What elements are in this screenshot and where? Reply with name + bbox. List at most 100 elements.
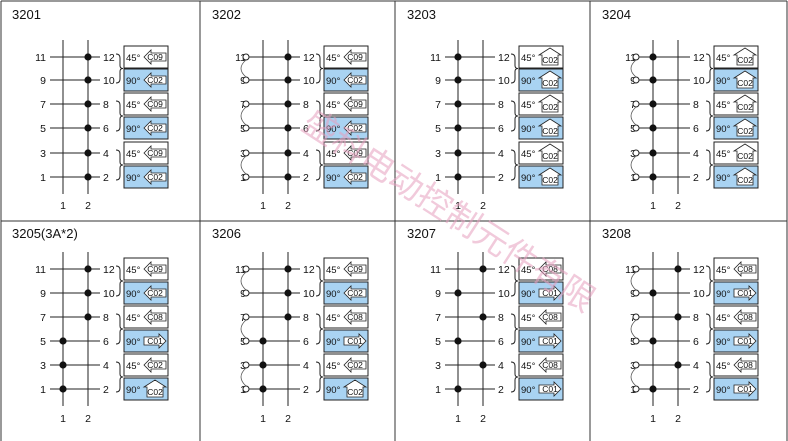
curly-brace: [510, 100, 519, 132]
terminal-open-circle: [242, 313, 250, 321]
arrow-right-icon: [733, 381, 757, 397]
curly-brace: [510, 265, 519, 297]
terminal-label-right: 6: [103, 123, 109, 135]
angle-label: 90°: [716, 76, 731, 87]
axis-label-1: 1: [60, 413, 66, 425]
panel-title: 3204: [602, 7, 631, 22]
terminal-open-circle: [242, 337, 250, 345]
contact-dot: [284, 265, 292, 273]
position-code: C02: [147, 123, 163, 133]
arrow-right-icon: [733, 333, 757, 349]
contact-dot: [649, 124, 657, 132]
curly-brace: [115, 149, 124, 181]
bracket-loop: [630, 319, 637, 339]
contact-dot: [284, 76, 292, 84]
terminal-label-right: 2: [303, 172, 309, 184]
terminal-label-right: 2: [498, 384, 504, 396]
terminal-open-circle: [242, 149, 250, 157]
axis-label-1: 1: [650, 413, 656, 425]
angle-label: 90°: [126, 337, 141, 348]
terminal-label-left: 1: [40, 172, 46, 184]
angle-label: 45°: [126, 53, 141, 64]
position-code: C02: [147, 360, 163, 370]
terminal-label-left: 9: [435, 288, 441, 300]
contact-dot: [479, 313, 487, 321]
terminal-open-circle: [632, 313, 640, 321]
arrow-left-icon: [143, 261, 167, 277]
position-code: C02: [347, 387, 363, 397]
terminal-label-left: 11: [235, 264, 246, 276]
terminal-label-right: 4: [693, 360, 699, 372]
contact-dot: [84, 124, 92, 132]
angle-label: 45°: [326, 265, 341, 276]
curly-brace: [705, 265, 714, 297]
contact-dot: [284, 149, 292, 157]
angle-label: 45°: [326, 149, 341, 160]
arrow-up-icon: [537, 47, 563, 66]
terminal-label-right: 2: [103, 172, 109, 184]
position-code: C09: [347, 264, 363, 274]
terminal-label-right: 6: [303, 336, 309, 348]
angle-label: 45°: [126, 149, 141, 160]
arrow-left-icon: [143, 357, 167, 373]
arrow-right-icon: [733, 285, 757, 301]
bracket-loop: [240, 106, 247, 126]
axis-label-2: 2: [85, 413, 91, 425]
position-code: C02: [347, 123, 363, 133]
contact-dot: [84, 289, 92, 297]
terminal-label-left: 7: [40, 312, 46, 324]
terminal-label-right: 2: [103, 384, 109, 396]
panel-3206: 320611129107856341245°C0990°C0245°C0890°…: [212, 226, 369, 425]
panel-title: 3206: [212, 226, 241, 241]
terminal-label-right: 12: [498, 264, 510, 276]
bracket-loop: [240, 319, 247, 339]
arrow-right-icon: [538, 381, 562, 397]
terminal-label-right: 12: [693, 52, 705, 64]
terminal-label-left: 7: [40, 99, 46, 111]
position-code: C02: [737, 78, 753, 88]
curly-brace: [315, 100, 324, 132]
panel-title: 3203: [407, 7, 436, 22]
contact-dot: [454, 289, 462, 297]
bracket-loop: [630, 106, 637, 126]
angle-label: 90°: [521, 124, 536, 135]
axis-label-1: 1: [455, 413, 461, 425]
arrow-up-icon: [732, 47, 758, 66]
terminal-open-circle: [242, 100, 250, 108]
axis-label-2: 2: [85, 200, 91, 212]
terminal-open-circle: [632, 361, 640, 369]
terminal-label-left: 9: [40, 75, 46, 87]
bracket-loop: [240, 59, 247, 78]
position-code: C01: [147, 336, 163, 346]
arrow-left-icon: [143, 285, 167, 301]
angle-label: 90°: [716, 337, 731, 348]
axis-label-2: 2: [675, 413, 681, 425]
terminal-label-right: 10: [693, 288, 705, 300]
terminal-label-left: 1: [40, 384, 46, 396]
arrow-left-icon: [143, 72, 167, 88]
angle-label: 90°: [326, 337, 341, 348]
arrow-left-icon: [733, 261, 757, 277]
arrow-left-icon: [343, 49, 367, 65]
angle-label: 90°: [126, 289, 141, 300]
contact-dot: [649, 289, 657, 297]
terminal-label-left: 1: [435, 172, 441, 184]
terminal-open-circle: [242, 385, 250, 393]
arrow-left-icon: [343, 261, 367, 277]
terminal-open-circle: [242, 76, 250, 84]
arrow-up-icon: [732, 118, 758, 137]
contact-dot: [259, 337, 267, 345]
angle-label: 45°: [716, 100, 731, 111]
curly-brace: [705, 313, 714, 345]
terminal-label-right: 12: [498, 52, 510, 64]
terminal-label-right: 4: [103, 148, 109, 160]
angle-label: 90°: [521, 289, 536, 300]
terminal-label-right: 6: [303, 123, 309, 135]
terminal-label-right: 6: [498, 336, 504, 348]
arrow-left-icon: [143, 96, 167, 112]
position-code: C01: [542, 384, 558, 394]
angle-label: 45°: [521, 149, 536, 160]
